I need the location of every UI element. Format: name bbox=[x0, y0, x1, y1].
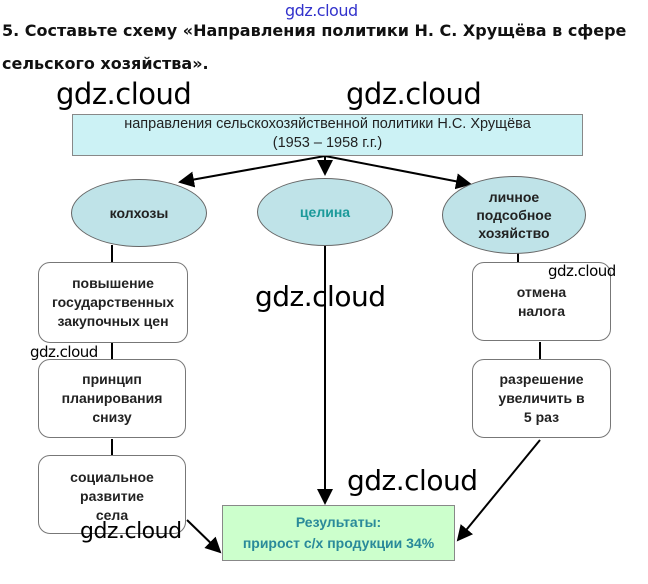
results-box: Результаты: прирост с/х продукции 34% bbox=[222, 505, 455, 561]
watermark: gdz.cloud bbox=[347, 464, 478, 497]
watermark: gdz.cloud bbox=[548, 262, 616, 280]
scheme-period: (1953 – 1958 г.г.) bbox=[272, 135, 383, 151]
kolkhoz-item: принцип планирования снизу bbox=[38, 359, 186, 438]
watermark: gdz.cloud bbox=[80, 519, 182, 544]
private-item: отмена налога bbox=[472, 262, 611, 341]
watermark-top: gdz.cloud bbox=[285, 1, 358, 20]
private-item: разрешение увеличить в 5 раз bbox=[472, 359, 611, 438]
scheme-title: направления сельскохозяйственной политик… bbox=[124, 116, 531, 132]
task-heading-line2: сельского хозяйства». bbox=[2, 54, 209, 73]
results-label: Результаты: bbox=[295, 514, 382, 530]
scheme-title-box: направления сельскохозяйственной политик… bbox=[72, 114, 583, 156]
watermark: gdz.cloud bbox=[346, 77, 482, 111]
watermark: gdz.cloud bbox=[255, 280, 386, 313]
branch-tselina: целина bbox=[257, 178, 393, 246]
watermark: gdz.cloud bbox=[30, 343, 98, 361]
kolkhoz-item: повышение государственных закупочных цен bbox=[38, 262, 188, 343]
results-value: прирост с/х продукции 34% bbox=[242, 535, 435, 551]
branch-kolkhozy: колхозы bbox=[71, 179, 207, 247]
watermark: gdz.cloud bbox=[56, 77, 192, 111]
branch-private-farming: личное подсобное хозяйство bbox=[442, 176, 586, 254]
task-heading-line1: 5. Составьте схему «Направления политики… bbox=[2, 21, 627, 40]
kolkhoz-item: социальное развитие села bbox=[38, 455, 186, 534]
